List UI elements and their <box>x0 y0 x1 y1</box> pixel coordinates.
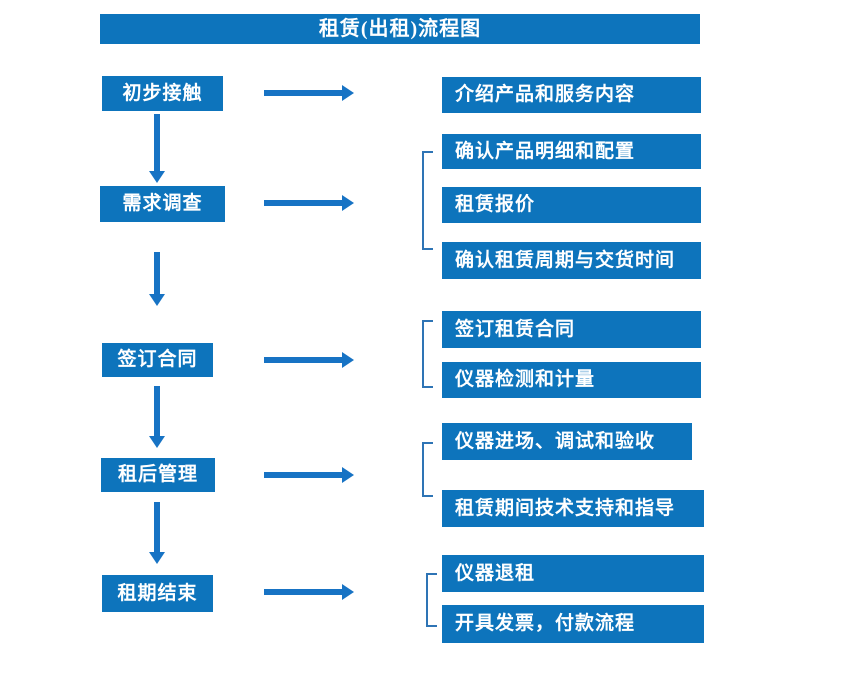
output-box: 开具发票，付款流程 <box>442 605 704 643</box>
output-box: 签订租赁合同 <box>442 311 701 348</box>
bracket-icon <box>422 442 433 497</box>
output-box: 确认租赁周期与交货时间 <box>442 242 701 279</box>
output-box: 介绍产品和服务内容 <box>442 77 701 113</box>
arrow-right-icon <box>264 467 354 483</box>
step-box-post-rental-management: 租后管理 <box>101 458 215 492</box>
output-box: 确认产品明细和配置 <box>442 134 701 169</box>
output-box: 租赁报价 <box>442 187 701 223</box>
arrow-down-icon <box>149 386 165 448</box>
step-box-sign-contract: 签订合同 <box>102 343 213 377</box>
step-box-rental-end: 租期结束 <box>102 575 213 612</box>
arrow-down-icon <box>149 114 165 183</box>
bracket-icon <box>422 151 433 250</box>
arrow-right-icon <box>264 584 354 600</box>
step-box-initial-contact: 初步接触 <box>102 76 223 111</box>
output-box: 仪器退租 <box>442 555 704 592</box>
arrow-down-icon <box>149 252 165 306</box>
step-box-demand-survey: 需求调查 <box>100 186 225 222</box>
bracket-icon <box>426 573 437 627</box>
arrow-down-icon <box>149 502 165 564</box>
arrow-right-icon <box>264 85 354 101</box>
arrow-right-icon <box>264 195 354 211</box>
flowchart-title: 租赁(出租)流程图 <box>100 14 700 44</box>
output-box: 租赁期间技术支持和指导 <box>442 490 704 527</box>
arrow-right-icon <box>264 352 354 368</box>
output-box: 仪器检测和计量 <box>442 362 701 398</box>
output-box: 仪器进场、调试和验收 <box>442 423 692 460</box>
bracket-icon <box>422 320 433 388</box>
